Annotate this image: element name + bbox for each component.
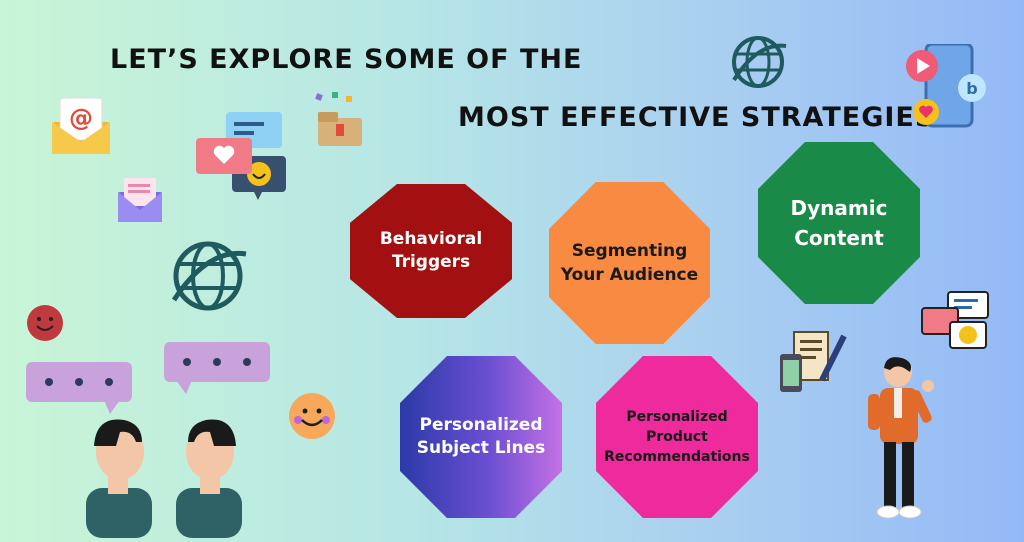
strategy-label-line: Recommendations — [604, 449, 750, 465]
strategy-label-line: Dynamic — [790, 196, 888, 220]
man-thumbs-up-illustration — [860, 356, 940, 526]
smiley-red-icon — [26, 304, 64, 342]
globe-icon — [728, 32, 788, 92]
social-phone-icon: b — [904, 42, 996, 130]
globe-icon-large — [168, 236, 248, 316]
speech-bubble-right — [164, 342, 270, 382]
folder-icon — [310, 92, 366, 150]
chat-bubbles-right-icon — [920, 290, 990, 356]
title-line-1: LET’S EXPLORE SOME OF THE — [110, 44, 583, 75]
strategy-label-line: Personalized — [419, 415, 543, 435]
email-at-icon: @ — [50, 96, 112, 156]
strategy-label-line: Content — [794, 226, 884, 250]
chat-bubbles-icon — [196, 112, 288, 202]
strategy-label-line: Triggers — [391, 252, 471, 272]
strategy-label-line: Subject Lines — [416, 438, 546, 458]
speech-bubble-left — [26, 362, 132, 402]
strategy-label-line: Personalized — [626, 409, 728, 425]
strategy-label-line: Segmenting — [571, 241, 688, 261]
envelope-icon — [116, 174, 164, 224]
people-talking-illustration — [76, 406, 254, 538]
speech-bubble-tail — [104, 400, 120, 414]
strategy-label-line: Behavioral — [379, 229, 483, 249]
document-pen-icon — [778, 330, 850, 396]
strategy-label-line: Your Audience — [560, 265, 699, 285]
at-symbol: @ — [69, 104, 93, 132]
smiley-orange-icon — [288, 392, 336, 440]
svg-text:b: b — [966, 79, 977, 98]
speech-bubble-tail — [176, 380, 192, 394]
title-line-2: MOST EFFECTIVE STRATEGIES — [458, 102, 936, 133]
strategy-label-line: Product — [646, 429, 708, 445]
